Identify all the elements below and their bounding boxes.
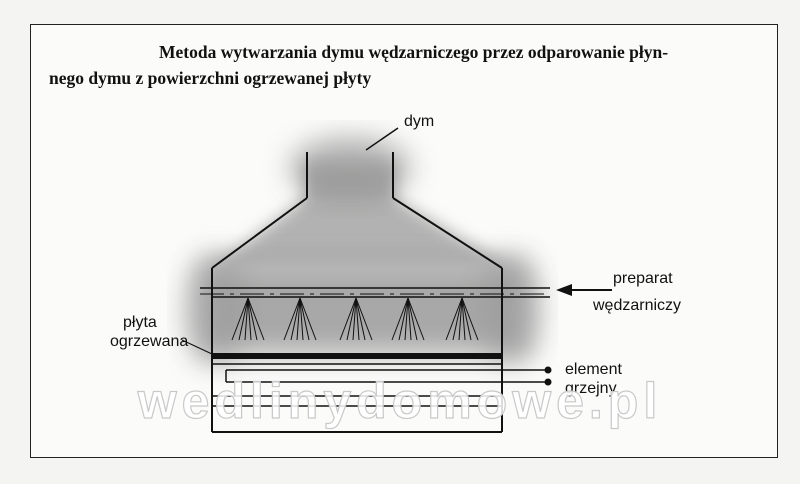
- spray-nozzles: [231, 297, 479, 341]
- spray-line: [355, 297, 360, 341]
- spray-line: [407, 297, 418, 341]
- watermark: wedlinydomowe.pl: [137, 373, 662, 429]
- spray-line: [461, 297, 466, 341]
- spray-line: [290, 297, 301, 341]
- spray-line: [339, 297, 357, 341]
- figure-title: Metoda wytwarzania dymu wędzarniczego pr…: [49, 39, 769, 91]
- label-element-line1: element: [565, 361, 622, 378]
- spray-line: [299, 297, 310, 341]
- spray-line: [247, 297, 265, 341]
- label-preparation-line2: wędzarniczy: [592, 297, 681, 314]
- title-line-1: Metoda wytwarzania dymu wędzarniczego pr…: [159, 42, 669, 62]
- spray-line: [352, 297, 357, 341]
- spray-fan-icon: [231, 297, 265, 341]
- spray-fan-icon: [283, 297, 317, 341]
- spray-fan-icon: [391, 297, 425, 341]
- spray-line: [283, 297, 301, 341]
- spray-line: [299, 297, 317, 341]
- spray-line: [355, 297, 373, 341]
- spray-line: [407, 297, 412, 341]
- smoke-cloud: [185, 138, 540, 365]
- spray-line: [407, 297, 425, 341]
- spray-line: [452, 297, 463, 341]
- label-smoke: dym: [404, 113, 434, 130]
- spray-fan-icon: [445, 297, 479, 341]
- spray-line: [231, 297, 249, 341]
- smoke-pointer: [365, 127, 399, 151]
- heating-element: [212, 363, 552, 407]
- spray-line: [244, 297, 249, 341]
- label-preparation-line1: preparat: [613, 270, 673, 287]
- spray-line: [461, 297, 479, 341]
- spray-line: [247, 297, 258, 341]
- heated-plate: [212, 353, 502, 359]
- spray-line: [355, 297, 366, 341]
- spray-line: [247, 297, 252, 341]
- figure-frame: Metoda wytwarzania dymu wędzarniczego pr…: [30, 24, 778, 458]
- spray-line: [461, 297, 472, 341]
- spray-line: [398, 297, 409, 341]
- spray-line: [296, 297, 301, 341]
- label-plate-line1: płyta: [123, 314, 157, 331]
- title-line-2: nego dymu z powierzchni ogrzewanej płyty: [49, 68, 372, 88]
- spray-line: [404, 297, 409, 341]
- spray-fan-icon: [339, 297, 373, 341]
- spray-line: [391, 297, 409, 341]
- spray-line: [445, 297, 463, 341]
- plate-pointer: [181, 339, 213, 355]
- spray-line: [346, 297, 357, 341]
- spray-line: [238, 297, 249, 341]
- preparation-pipe: [200, 287, 550, 298]
- spray-line: [299, 297, 304, 341]
- label-plate-line2: ogrzewana: [110, 333, 188, 350]
- smoker-housing: [211, 152, 503, 433]
- spray-line: [458, 297, 463, 341]
- label-element-line2: grzejny: [565, 380, 617, 397]
- left-arrow-icon: [556, 284, 612, 296]
